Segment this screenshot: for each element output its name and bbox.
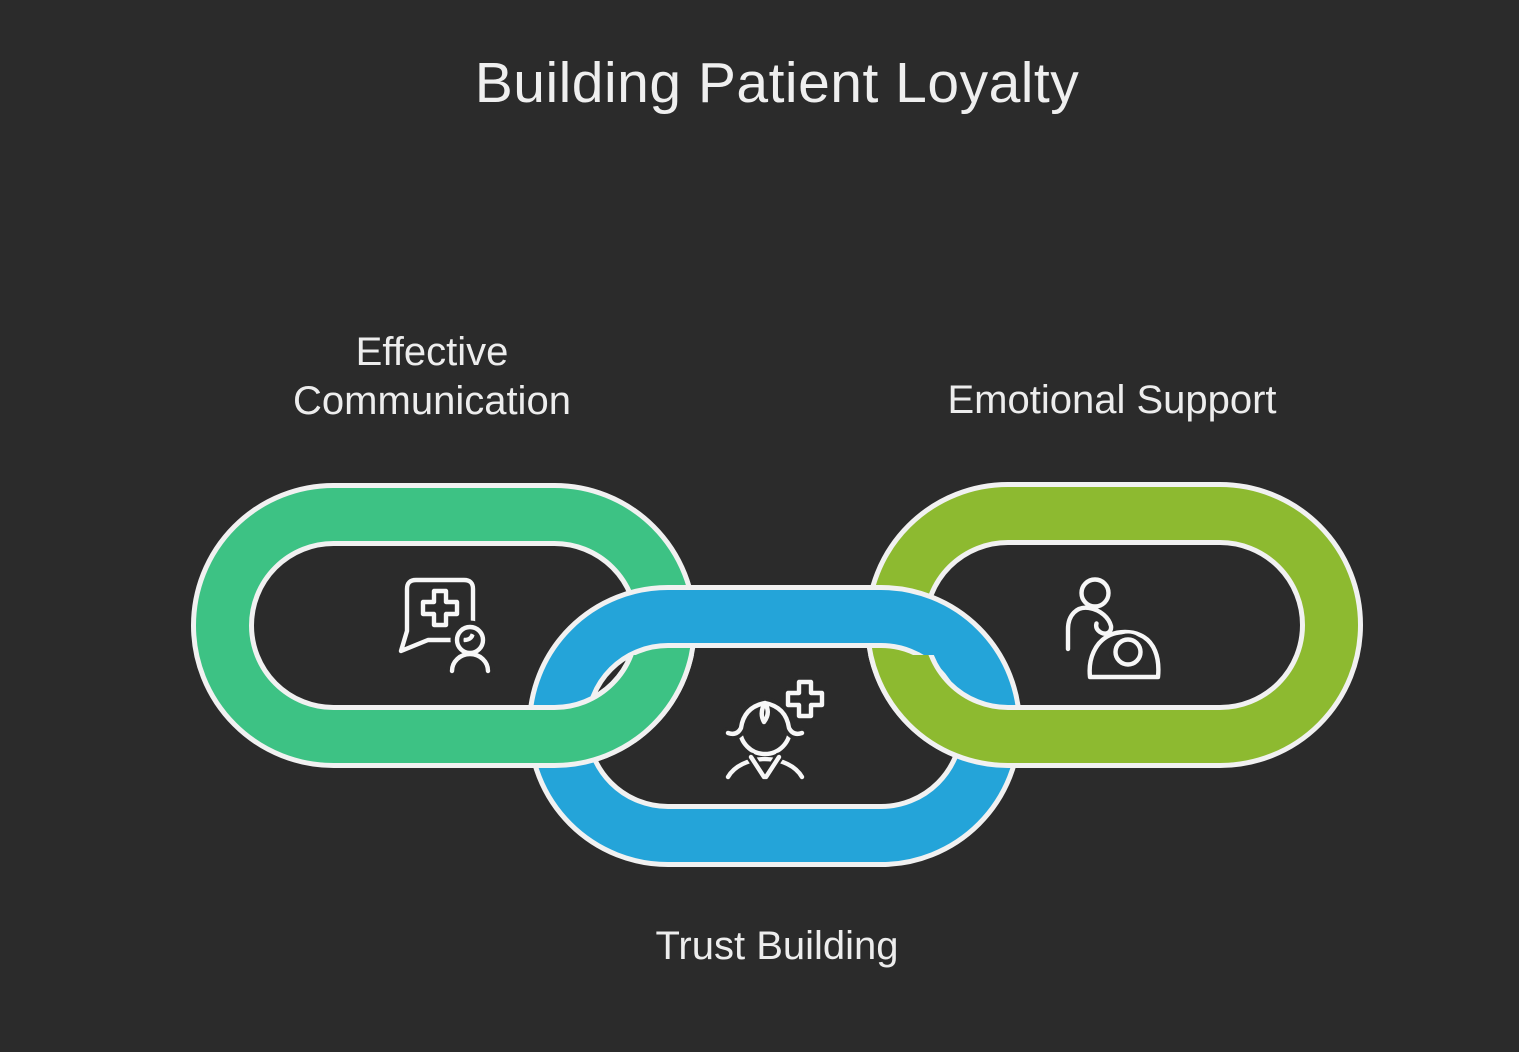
link-green-over-blue	[440, 655, 694, 768]
caregiver-body-arm	[1065, 605, 1114, 652]
patient-body	[1087, 629, 1161, 680]
label-trust-building: Trust Building	[655, 924, 899, 968]
patient-head-small	[1113, 637, 1143, 667]
plus-halo	[783, 677, 827, 721]
collar-right	[763, 754, 782, 780]
label-emotional-support: Emotional Support	[947, 378, 1277, 422]
plus-sign	[785, 679, 825, 719]
caregiver-icon	[1065, 577, 1161, 680]
patient-shoulders	[725, 756, 805, 780]
speech-bubble	[398, 577, 476, 654]
patient-hair	[725, 700, 805, 737]
link-band	[440, 655, 689, 763]
caregiver-head	[1079, 577, 1111, 609]
patient-plus-icon	[722, 677, 827, 782]
collar-left	[748, 754, 767, 780]
page-title: Building Patient Loyalty	[474, 51, 1080, 115]
chat-medical-icon	[398, 577, 495, 678]
medical-cross	[420, 588, 460, 628]
person-shoulders	[449, 651, 491, 674]
label-effective-communication: Effective Communication	[293, 330, 571, 423]
